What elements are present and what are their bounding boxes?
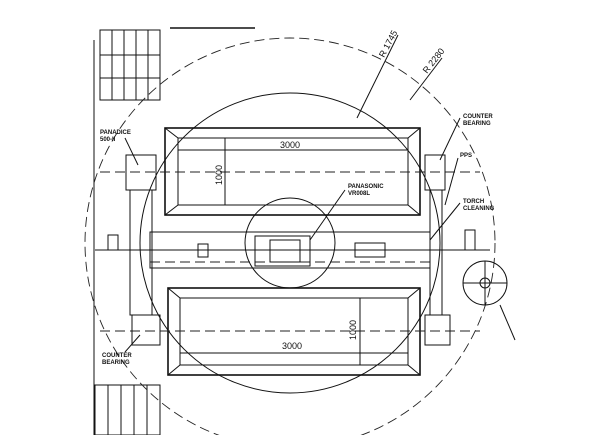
bottom-length-dim: 3000 [282,341,302,351]
radius-inner-label: R 1745 [377,29,399,59]
pallet-stack-bottom [94,384,161,435]
top-width-dim: 1000 [214,165,224,185]
outer-reach-circle [84,37,496,435]
positioner-label-line2: 500-II [100,137,116,143]
counter-bearing-bottom-line1: COUNTER [102,353,132,359]
bottom-table [100,287,480,376]
counter-bearing-bottom-line2: BEARING [102,360,130,366]
right-bearings [424,154,476,346]
counter-bearing-top-line1: COUNTER [463,114,493,120]
positioner-label-line1: PANADICE [100,130,131,136]
torch-cleaning-line1: TORCH [463,199,484,205]
pps-label: PPS [460,153,472,159]
torch-cleaning-station [462,260,516,341]
bottom-width-dim: 1000 [348,320,358,340]
robot-label-line2: VR008L [348,191,370,197]
robot-base-circle [244,197,336,289]
pallet-stack-top [99,29,161,101]
rotating-beam [95,231,490,269]
radius-outer-label: R 2280 [421,46,447,75]
inner-reach-circle [139,92,441,394]
torch-cleaning-line2: CLEANING [463,206,495,212]
robot-label-line1: PANASONIC [348,184,384,190]
top-table [100,127,480,216]
counter-bearing-top-line2: BEARING [463,121,491,127]
positioner-column [107,154,161,346]
top-length-dim: 3000 [280,140,300,150]
